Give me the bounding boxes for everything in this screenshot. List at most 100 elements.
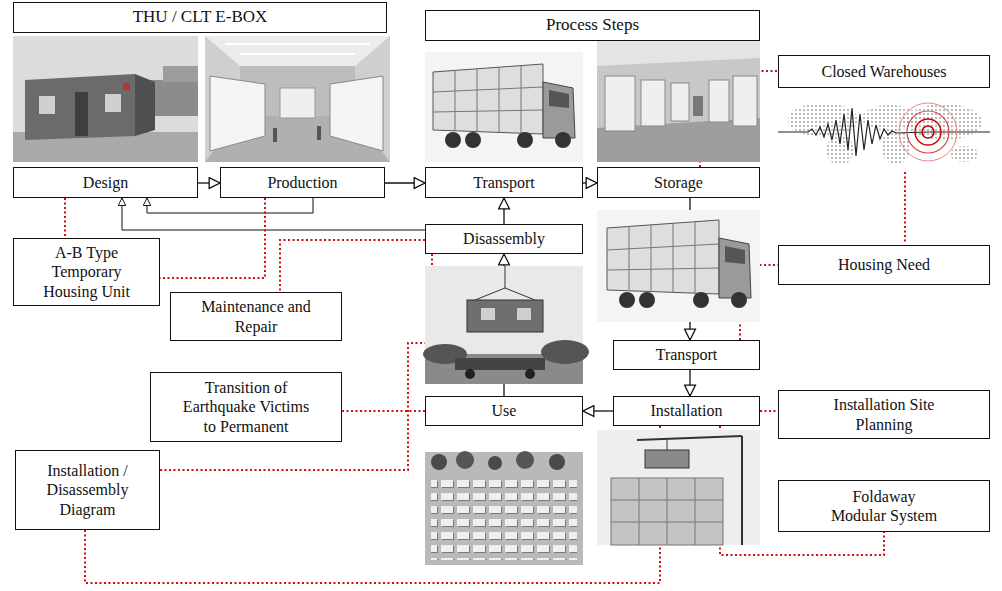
production-hall-photo-part — [330, 76, 383, 151]
process-box: Design — [13, 167, 198, 198]
node-text: Production — [267, 173, 337, 192]
warehouse-photo-part — [641, 80, 665, 126]
process-box: Use — [425, 396, 583, 426]
node-text: Installation / Disassembly Diagram — [25, 461, 150, 519]
header-box: THU / CLT E-BOX — [13, 2, 387, 33]
truck-photo — [425, 52, 583, 162]
earthquake-seismogram-image-part — [922, 126, 934, 138]
truck-photo-part — [543, 82, 575, 138]
node-text: Transport — [656, 345, 718, 364]
truck-photo-part — [477, 69, 478, 132]
dotted-link — [280, 240, 425, 292]
process-box: Production — [220, 167, 385, 198]
crane-lifting-photo-part — [481, 308, 495, 320]
warehouse-photo — [597, 36, 760, 162]
truck-photo-part — [455, 70, 456, 131]
truck-photo-2 — [597, 210, 760, 322]
dotted-link — [85, 426, 660, 583]
crane-lifting-photo-part — [517, 308, 531, 320]
truck-photo-2-part — [619, 292, 635, 308]
node-text: Process Steps — [546, 15, 639, 35]
earthquake-seismogram-image-part — [778, 92, 990, 170]
design-render-photo-part — [39, 96, 55, 114]
truck-photo-2-part — [597, 210, 760, 322]
production-hall-photo-part — [240, 53, 355, 55]
earthquake-seismogram-image-part — [950, 146, 978, 162]
annotation-box: Transition of Earthquake Victims to Perm… — [150, 372, 342, 442]
flow-arrow — [689, 370, 690, 396]
crane-lifting-photo-part — [505, 266, 506, 288]
truck-photo-part — [521, 66, 522, 133]
node-text: Installation — [651, 401, 723, 420]
design-render-photo-part — [123, 83, 130, 90]
process-box: Disassembly — [425, 224, 583, 254]
process-box: Storage — [597, 167, 760, 198]
installation-photo-part — [645, 450, 689, 468]
node-text: Disassembly — [463, 229, 545, 248]
truck-photo-part — [445, 132, 461, 148]
flow-arrow — [583, 182, 597, 183]
node-text: Design — [83, 173, 128, 192]
truck-photo-2-part — [639, 292, 655, 308]
annotation-box: Housing Need — [778, 245, 990, 285]
flow-arrow — [503, 198, 504, 224]
installation-photo-part — [637, 436, 742, 440]
crane-lifting-photo-part — [541, 340, 589, 364]
warehouse-photo-part — [709, 80, 729, 122]
warehouse-photo-part — [693, 96, 703, 116]
node-text: Closed Warehouses — [821, 62, 946, 81]
node-text: Maintenance and Repair — [191, 297, 321, 335]
camp-aerial-photo-part — [488, 456, 502, 470]
camp-aerial-photo — [425, 451, 583, 565]
production-hall-photo-part — [280, 88, 315, 118]
flow-arrow — [198, 182, 220, 183]
truck-photo-2-part — [719, 238, 751, 298]
production-hall-photo-part — [273, 128, 277, 142]
crane-lifting-photo-part — [525, 369, 535, 379]
feedback-arrow — [122, 198, 425, 230]
design-render-photo-part — [25, 74, 135, 140]
truck-photo-2-part — [673, 223, 674, 292]
node-text: Foldaway Modular System — [829, 487, 939, 525]
camp-aerial-photo-part — [549, 454, 565, 470]
production-hall-photo-part — [205, 36, 390, 162]
truck-photo-2-part — [607, 220, 719, 294]
crane-lifting-photo-part — [505, 288, 535, 300]
truck-photo-part — [433, 110, 543, 112]
leader-line — [905, 172, 906, 243]
crane-lifting-photo-part — [467, 300, 543, 332]
camp-aerial-photo-part — [456, 451, 474, 469]
installation-photo-part — [741, 436, 743, 545]
camp-aerial-photo-part — [425, 452, 583, 565]
truck-photo-2-part — [651, 225, 652, 292]
installation-photo-part — [611, 478, 723, 545]
node-text: Installation Site Planning — [819, 395, 949, 433]
annotation-box: Closed Warehouses — [778, 55, 990, 88]
camp-aerial-photo-part — [431, 454, 447, 470]
dotted-link — [760, 410, 778, 412]
design-render-photo-part — [13, 36, 198, 162]
earthquake-seismogram-image-part — [915, 119, 941, 145]
camp-aerial-photo-part — [431, 478, 577, 560]
node-text: Use — [492, 401, 517, 420]
design-render-photo-part — [105, 94, 121, 112]
leader-line-part — [904, 172, 906, 243]
truck-photo-2-part — [629, 226, 630, 291]
earthquake-seismogram-image-part — [906, 104, 982, 140]
flow-arrow — [385, 182, 425, 183]
annotation-box: A-B Type Temporary Housing Unit — [13, 238, 160, 306]
header-box: Process Steps — [425, 10, 760, 41]
dotted-link — [64, 198, 66, 238]
installation-photo-part — [667, 478, 668, 545]
crane-lifting-photo-part — [425, 266, 583, 384]
installation-photo-part — [667, 439, 668, 450]
earthquake-seismogram-image-part — [899, 103, 957, 161]
truck-photo-part — [425, 52, 583, 162]
production-hall-photo-part — [317, 126, 321, 140]
truck-photo-2-part — [725, 246, 745, 264]
crane-lifting-photo — [423, 266, 589, 384]
dotted-link — [160, 198, 265, 278]
earthquake-seismogram-image-part — [907, 111, 949, 153]
warehouse-photo-part — [597, 36, 760, 162]
